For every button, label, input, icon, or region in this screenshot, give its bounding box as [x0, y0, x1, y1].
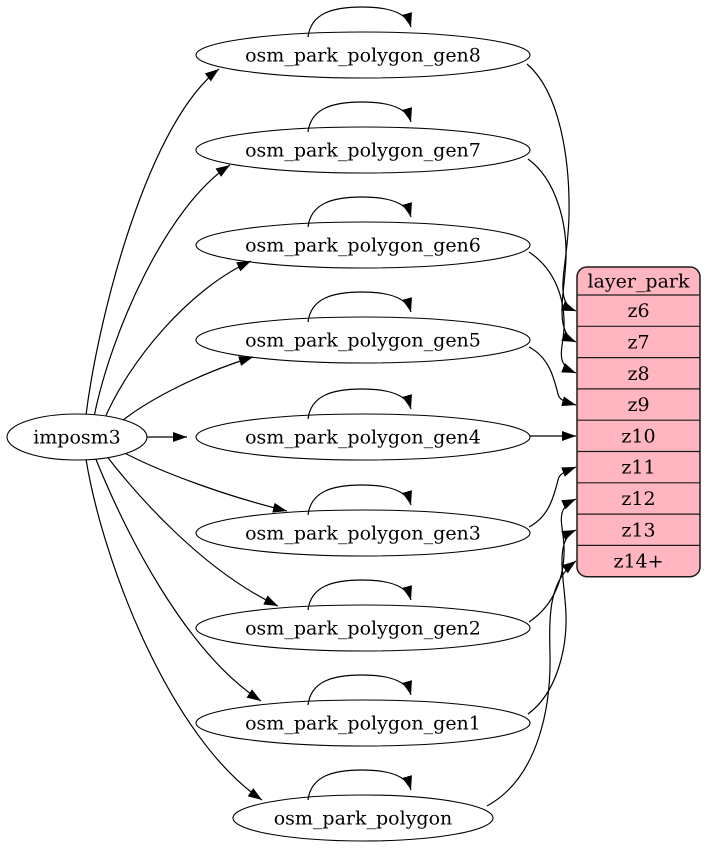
edge-selfloop-osm_park_polygon_gen4	[307, 388, 412, 420]
node-label: osm_park_polygon_gen7	[245, 140, 481, 162]
edge-selfloop-osm_park_polygon_gen6	[307, 196, 412, 228]
edge-imposm3-to-osm_park_polygon_gen8	[85, 68, 220, 416]
node-ellipse	[6, 413, 148, 461]
edge-selfloop-osm_park_polygon_gen1	[307, 674, 412, 706]
node-ellipse	[195, 604, 531, 652]
layer-row-z7: z7	[627, 331, 649, 353]
node-ellipse	[195, 699, 531, 747]
layer-row-z8: z8	[627, 363, 649, 385]
node-label: osm_park_polygon_gen2	[245, 618, 481, 640]
node-ellipse	[195, 126, 531, 174]
node-label: osm_park_polygon_gen5	[245, 330, 481, 352]
node-label: osm_park_polygon	[274, 808, 453, 830]
node-osm-park-polygon-gen4: osm_park_polygon_gen4	[195, 413, 531, 461]
edge-imposm3-to-osm_park_polygon_gen2	[104, 453, 279, 607]
node-label: osm_park_polygon_gen1	[245, 713, 481, 735]
layer-row-z6: z6	[627, 300, 649, 322]
edge-imposm3-to-osm_park_polygon_gen5	[116, 356, 254, 426]
edge-selfloop-osm_park_polygon_gen3	[307, 484, 412, 516]
node-ellipse	[195, 221, 531, 269]
edge-selfloop-osm_park_polygon_gen7	[307, 101, 412, 133]
layer-row-z12: z12	[621, 488, 655, 510]
node-imposm3: imposm3	[6, 413, 148, 461]
node-label: osm_park_polygon_gen3	[245, 523, 481, 545]
edge-osm_park_polygon_gen2-to-z12	[528, 498, 577, 623]
node-osm-park-polygon-gen3: osm_park_polygon_gen3	[195, 509, 531, 557]
node-label: osm_park_polygon_gen6	[245, 235, 481, 257]
node-ellipse	[195, 31, 531, 79]
layer-table-title: layer_park	[587, 271, 690, 293]
node-osm-park-polygon-gen5: osm_park_polygon_gen5	[195, 316, 531, 364]
node-osm-park-polygon-gen2: osm_park_polygon_gen2	[195, 604, 531, 652]
edge-osm_park_polygon-to-z14+	[486, 560, 577, 807]
edge-osm_park_polygon_gen5-to-z9	[528, 346, 577, 407]
node-osm-park-polygon-gen1: osm_park_polygon_gen1	[195, 699, 531, 747]
edge-osm_park_polygon_gen6-to-z8	[528, 251, 577, 374]
edge-imposm3-to-osm_park_polygon_gen3	[118, 449, 288, 513]
edge-selfloop-osm_park_polygon_gen2	[307, 579, 412, 611]
edge-imposm3-to-osm_park_polygon_gen7	[93, 164, 231, 418]
node-osm-park-polygon-gen8: osm_park_polygon_gen8	[195, 31, 531, 79]
node-osm-park-polygon: osm_park_polygon	[232, 794, 494, 842]
node-ellipse	[195, 413, 531, 461]
node-label: imposm3	[33, 427, 121, 449]
edge-osm_park_polygon_gen3-to-z11	[528, 466, 577, 528]
layer-table-outline	[576, 266, 701, 578]
layer-park-table: layer_park z6 z7 z8 z9 z10 z11 z12 z13 z14+	[576, 266, 701, 578]
edge-selfloop-osm_park_polygon_gen8	[307, 6, 412, 38]
node-osm-park-polygon-gen7: osm_park_polygon_gen7	[195, 126, 531, 174]
node-label: osm_park_polygon_gen4	[245, 427, 481, 449]
node-ellipse	[195, 509, 531, 557]
edge-selfloop-osm_park_polygon_gen5	[307, 291, 412, 323]
node-osm-park-polygon-gen6: osm_park_polygon_gen6	[195, 221, 531, 269]
edge-imposm3-to-osm_park_polygon_gen6	[103, 260, 252, 421]
layer-row-z13: z13	[621, 519, 655, 541]
layer-row-z11: z11	[621, 457, 655, 479]
layer-row-z10: z10	[621, 425, 655, 447]
layer-row-z14plus: z14+	[613, 551, 663, 573]
edge-imposm3-to-osm_park_polygon_gen1	[94, 456, 262, 702]
layer-row-z9: z9	[627, 394, 649, 416]
edge-imposm3-to-osm_park_polygon	[85, 458, 263, 801]
node-ellipse	[232, 794, 494, 842]
edge-selfloop-osm_park_polygon	[307, 769, 412, 801]
edge-osm_park_polygon_gen1-to-z13	[527, 529, 577, 715]
node-label: osm_park_polygon_gen8	[245, 45, 481, 67]
node-ellipse	[195, 316, 531, 364]
